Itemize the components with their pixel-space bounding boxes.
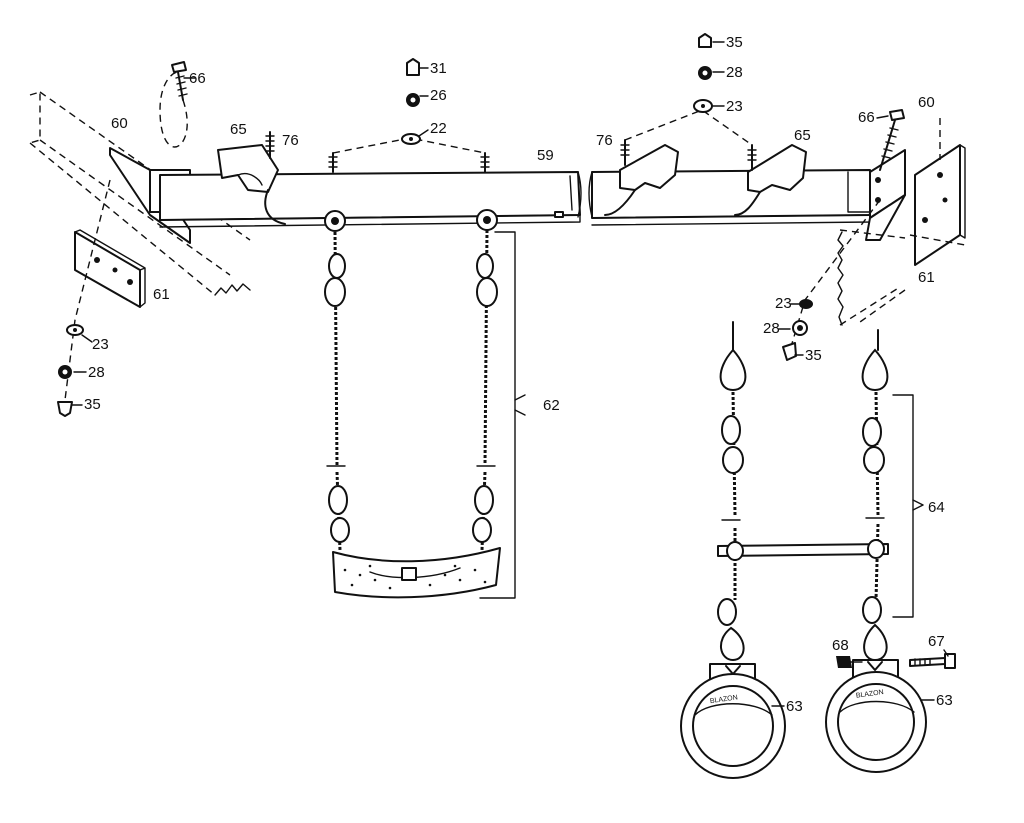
callout-63-right: 63 xyxy=(936,692,953,709)
left-handgrip-65 xyxy=(217,144,286,225)
callout-64: 64 xyxy=(928,499,945,516)
callout-23-top: 23 xyxy=(726,98,743,115)
callout-28-left: 28 xyxy=(88,364,105,381)
callout-62: 62 xyxy=(543,397,560,414)
callout-28-right: 28 xyxy=(763,320,780,337)
callout-65-right: 65 xyxy=(794,127,811,144)
callout-61-right: 61 xyxy=(918,269,935,286)
callout-35-top: 35 xyxy=(726,34,743,51)
left-plate-61 xyxy=(74,229,146,308)
right-lag-screw-66 xyxy=(879,109,905,171)
right-plate-61 xyxy=(914,144,966,266)
callout-60-right: 60 xyxy=(918,94,935,111)
callout-26: 26 xyxy=(430,87,447,104)
left-lag-screw-66 xyxy=(159,61,188,148)
callout-76-right: 76 xyxy=(596,132,613,149)
right-wood-beam xyxy=(837,118,966,326)
nut-68 xyxy=(836,656,863,668)
svg-text:BLAZON: BLAZON xyxy=(855,689,884,700)
callout-labels: 66 60 65 76 61 23 28 35 31 26 22 59 62 3… xyxy=(71,34,953,715)
callout-76-left: 76 xyxy=(282,132,299,149)
right-handgrips-65 xyxy=(604,144,807,216)
right-lower-hardware-stack xyxy=(782,199,881,361)
callout-22: 22 xyxy=(430,120,447,137)
trapeze-rings-64 xyxy=(717,321,924,662)
callout-68: 68 xyxy=(832,637,849,654)
left-hardware-stack xyxy=(57,179,111,417)
left-wood-beam xyxy=(29,91,251,296)
ring-63-left: BLAZON xyxy=(680,663,786,779)
callout-66-left: 66 xyxy=(189,70,206,87)
ring-63-right: BLAZON xyxy=(825,659,927,773)
callout-23-left: 23 xyxy=(92,336,109,353)
callout-28-top: 28 xyxy=(726,64,743,81)
callout-35-left: 35 xyxy=(84,396,101,413)
callout-66-right: 66 xyxy=(858,109,875,126)
callout-67: 67 xyxy=(928,633,945,650)
callout-65-left: 65 xyxy=(230,121,247,138)
callout-60-left: 60 xyxy=(111,115,128,132)
center-hardware-stack xyxy=(328,58,490,173)
svg-text:BLAZON: BLAZON xyxy=(710,694,739,705)
right-bracket-60 xyxy=(865,149,906,241)
callout-31: 31 xyxy=(430,60,447,77)
left-bolt-76 xyxy=(265,131,275,159)
right-bolts-76 xyxy=(620,109,757,171)
swing-62 xyxy=(324,209,526,599)
callout-63-left: 63 xyxy=(786,698,803,715)
right-top-hardware-stack xyxy=(693,33,713,113)
callout-59: 59 xyxy=(537,147,554,164)
callout-61-left: 61 xyxy=(153,286,170,303)
bolt-67 xyxy=(909,653,956,669)
callout-23-right: 23 xyxy=(775,295,792,312)
callout-35-right: 35 xyxy=(805,347,822,364)
